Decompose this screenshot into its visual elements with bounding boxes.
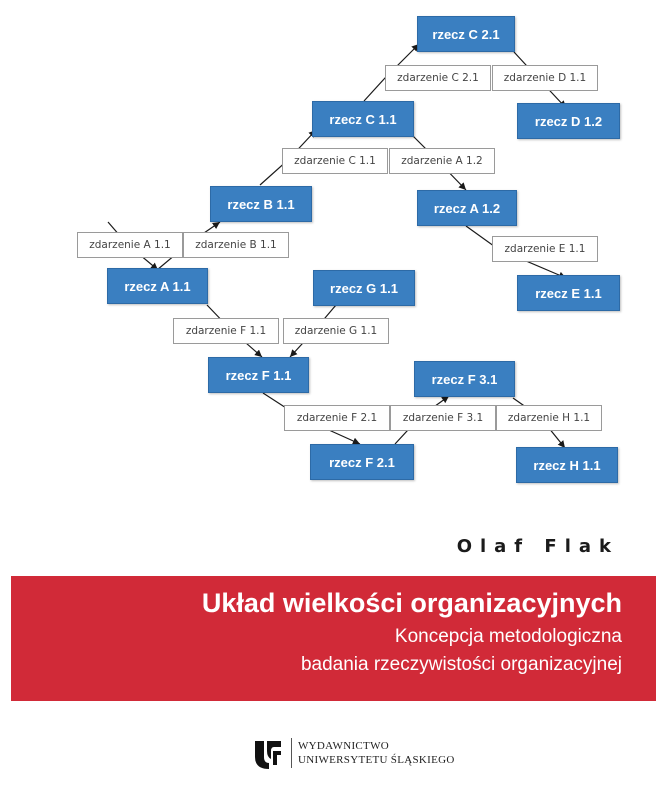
node-g-1-1: rzecz G 1.1 — [313, 270, 415, 306]
publisher-name-line-1: WYDAWNICTWO — [298, 740, 390, 752]
node-f-2-1: rzecz F 2.1 — [310, 444, 414, 480]
event-h-1-1: zdarzenie H 1.1 — [496, 405, 602, 431]
node-d-1-2: rzecz D 1.2 — [517, 103, 620, 139]
event-b-1-1: zdarzenie B 1.1 — [183, 232, 289, 258]
publisher-name-line-2: UNIWERSYTETU ŚLĄSKIEGO — [298, 754, 455, 766]
title-band: Układ wielkości organizacyjnych Koncepcj… — [11, 576, 656, 701]
event-c-2-1: zdarzenie C 2.1 — [385, 65, 491, 91]
node-c-2-1: rzecz C 2.1 — [417, 16, 515, 52]
event-c-1-1: zdarzenie C 1.1 — [282, 148, 388, 174]
author-name: Olaf Flak — [456, 536, 619, 557]
event-f-3-1: zdarzenie F 3.1 — [390, 405, 496, 431]
event-a-1-2: zdarzenie A 1.2 — [389, 148, 495, 174]
book-title: Układ wielkości organizacyjnych — [201, 588, 622, 618]
event-f-1-1: zdarzenie F 1.1 — [173, 318, 279, 344]
publisher-text: WYDAWNICTWO UNIWERSYTETU ŚLĄSKIEGO — [298, 739, 455, 767]
node-h-1-1: rzecz H 1.1 — [516, 447, 618, 483]
subtitle-line-1: Koncepcja metodologiczna — [394, 626, 622, 647]
subtitle-line-2: badania rzeczywistości organizacyjnej — [300, 654, 622, 675]
node-b-1-1: rzecz B 1.1 — [210, 186, 312, 222]
node-c-1-1: rzecz C 1.1 — [312, 101, 414, 137]
node-f-1-1: rzecz F 1.1 — [208, 357, 309, 393]
publisher-logo-icon — [255, 741, 281, 769]
node-a-1-2: rzecz A 1.2 — [417, 190, 517, 226]
event-a-1-1: zdarzenie A 1.1 — [77, 232, 183, 258]
publisher-divider — [291, 738, 292, 768]
event-g-1-1: zdarzenie G 1.1 — [283, 318, 389, 344]
publisher: WYDAWNICTWO UNIWERSYTETU ŚLĄSKIEGO — [251, 735, 455, 771]
node-a-1-1: rzecz A 1.1 — [107, 268, 208, 304]
event-f-2-1: zdarzenie F 2.1 — [284, 405, 390, 431]
event-d-1-1: zdarzenie D 1.1 — [492, 65, 598, 91]
node-f-3-1: rzecz F 3.1 — [414, 361, 515, 397]
node-e-1-1: rzecz E 1.1 — [517, 275, 620, 311]
event-e-1-1: zdarzenie E 1.1 — [492, 236, 598, 262]
